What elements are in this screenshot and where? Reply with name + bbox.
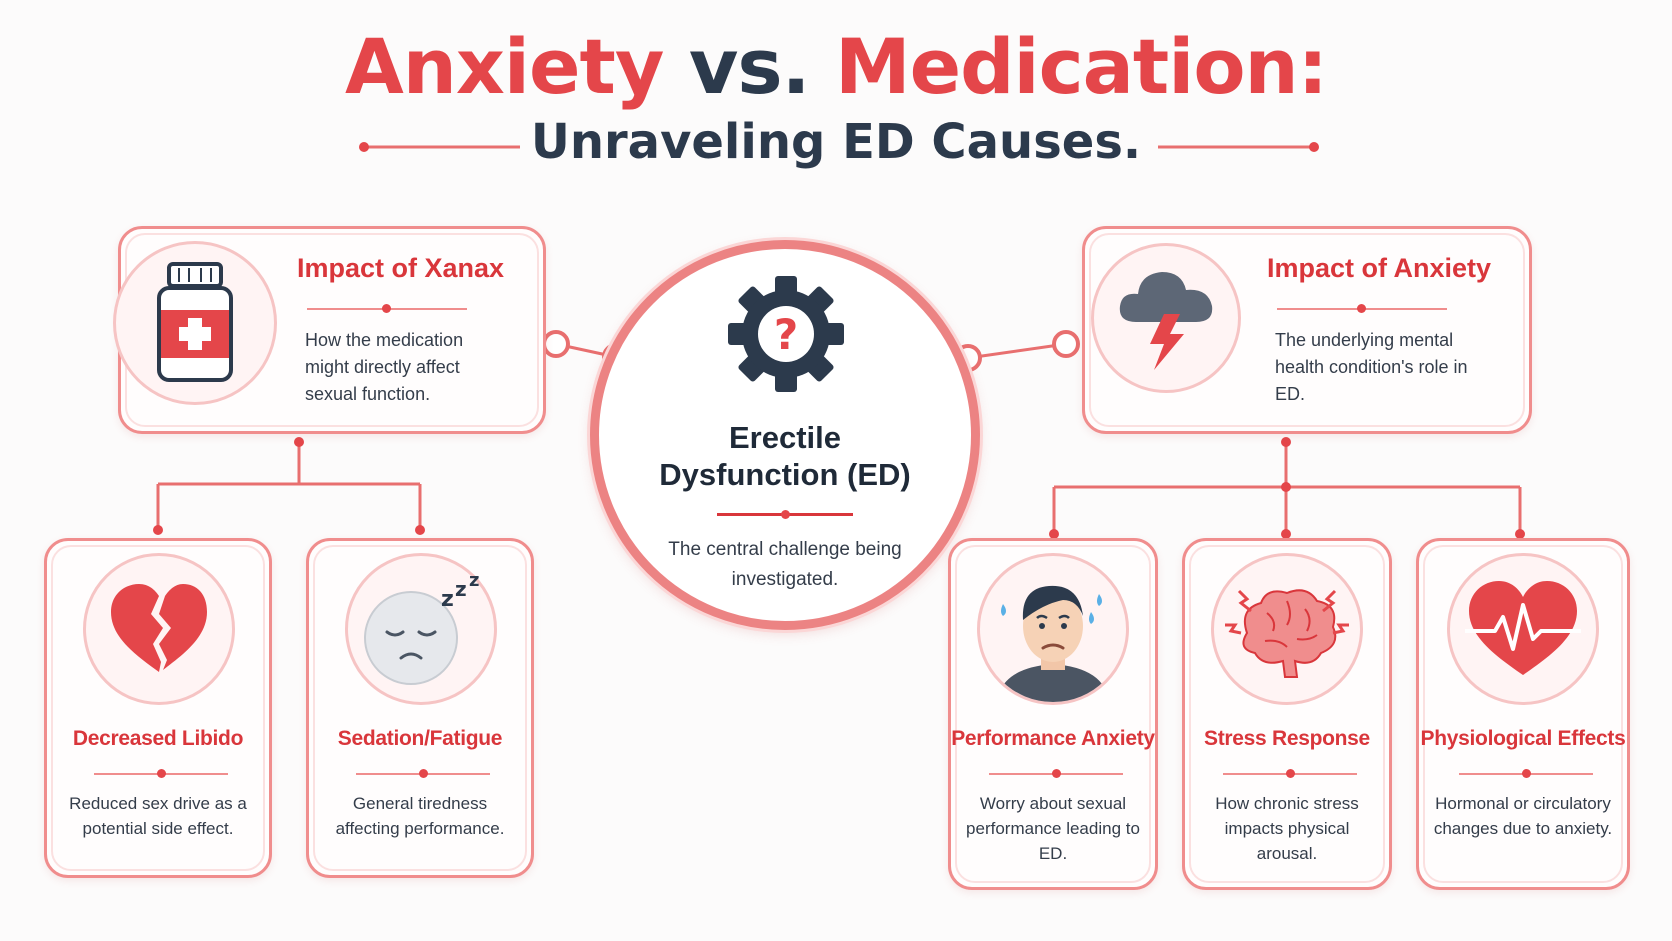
libido-icon-circle: [83, 553, 235, 705]
title-medication: Medication:: [834, 22, 1328, 111]
sedation-description: General tiredness affecting performance.: [335, 794, 505, 838]
sleepy-face-icon: z z z: [364, 572, 479, 685]
broken-heart-icon: [111, 584, 207, 672]
performance-anxiety-title: Performance Anxiety: [951, 727, 1155, 750]
anxiety-icon-circle: [1091, 243, 1241, 393]
stress-response-title: Stress Response: [1204, 727, 1370, 750]
performance-anxiety-card: Performance Anxiety Worry about sexual p…: [948, 538, 1158, 890]
medication-bottle-icon: [157, 262, 233, 382]
center-title-line1: Erectile: [728, 420, 841, 455]
heartbeat-icon: [1465, 581, 1581, 675]
libido-description: Reduced sex drive as a potential side ef…: [69, 794, 247, 838]
medication-icon-circle: [113, 241, 277, 405]
sedation-fatigue-card: z z z Sedation/Fatigue General tiredness…: [306, 538, 534, 878]
svg-text:?: ?: [774, 310, 798, 359]
decreased-libido-card: Decreased Libido Reduced sex drive as a …: [44, 538, 272, 878]
storm-cloud-icon: [1119, 272, 1213, 370]
anxiety-card-description: The underlying mental health condition's…: [1275, 330, 1468, 404]
center-description: The central challenge being investigated…: [668, 539, 902, 590]
anxiety-card-title: Impact of Anxiety: [1267, 253, 1492, 283]
performance-anxiety-description: Worry about sexual performance leading t…: [966, 794, 1140, 863]
xanax-card-description: How the medication might directly affect…: [305, 330, 464, 404]
stress-icon-circle: [1211, 553, 1363, 705]
page-subtitle: Unraveling ED Causes.: [530, 114, 1142, 170]
stress-response-description: How chronic stress impacts physical arou…: [1215, 794, 1359, 863]
libido-title: Decreased Libido: [72, 727, 244, 750]
gear-question-icon: ?: [728, 276, 844, 392]
svg-text:z: z: [441, 587, 454, 612]
anxiety-impact-card: Impact of Anxiety The underlying mental …: [1082, 226, 1532, 434]
xanax-card-title: Impact of Xanax: [297, 253, 505, 283]
ed-center-node: ? Erectile Dysfunction (ED) The central …: [590, 240, 980, 630]
svg-text:z: z: [455, 577, 467, 601]
title-vs: vs.: [688, 22, 811, 111]
page-title: Anxiety vs. Medication:: [0, 22, 1672, 111]
center-title-line2: Dysfunction (ED): [659, 457, 911, 492]
center-title: Erectile Dysfunction (ED): [599, 419, 971, 493]
performance-icon-circle: [977, 553, 1129, 705]
sedation-title: Sedation/Fatigue: [337, 727, 503, 750]
sedation-icon-circle: z z z: [345, 553, 497, 705]
physiological-effects-card: Physiological Effects Hormonal or circul…: [1416, 538, 1630, 890]
physiological-icon-circle: [1447, 553, 1599, 705]
stress-response-card: Stress Response How chronic stress impac…: [1182, 538, 1392, 890]
physiological-effects-description: Hormonal or circulatory changes due to a…: [1433, 794, 1613, 838]
physiological-effects-title: Physiological Effects: [1420, 727, 1626, 750]
worried-man-icon: [997, 585, 1109, 702]
title-anxiety: Anxiety: [344, 22, 664, 111]
svg-text:z: z: [469, 572, 479, 591]
xanax-impact-card: Impact of Xanax How the medication might…: [113, 226, 546, 434]
stressed-brain-icon: [1225, 589, 1349, 678]
